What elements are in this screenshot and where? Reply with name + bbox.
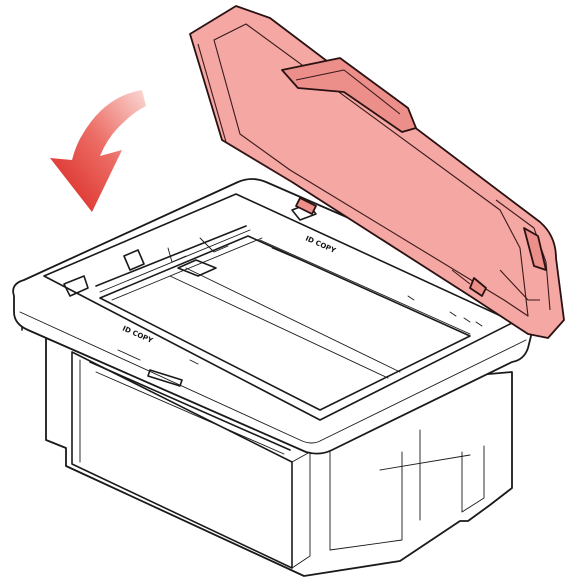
curved-arrow-down-icon (50, 90, 146, 212)
document-lid (189, 5, 565, 339)
front-window (147, 369, 183, 387)
scanner-glass (99, 235, 471, 411)
lid-panel (189, 5, 565, 339)
lid-handle (281, 57, 417, 133)
